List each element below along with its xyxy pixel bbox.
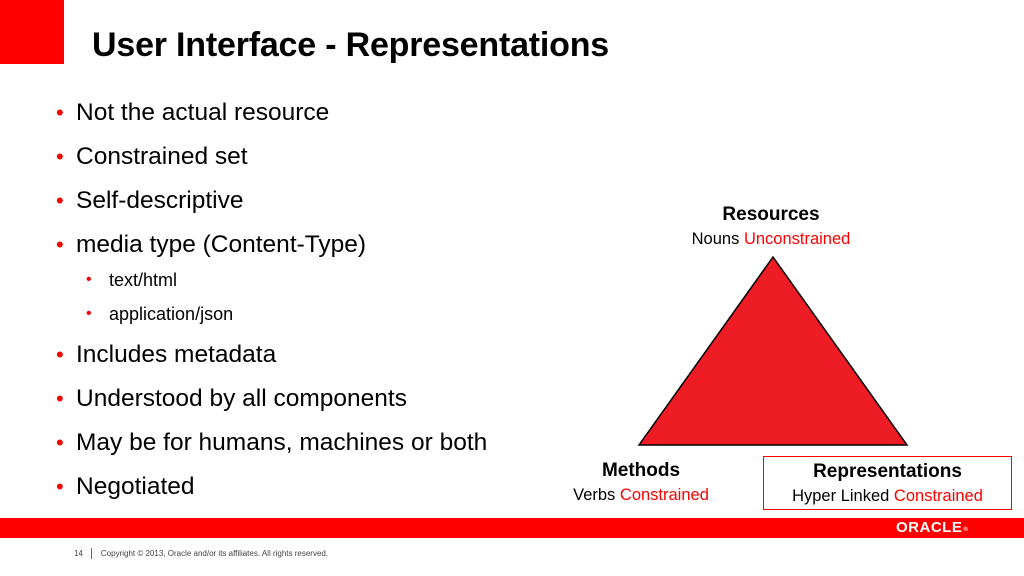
page-number: 14 — [74, 549, 83, 558]
representations-label-box: Representations Hyper Linked Constrained — [763, 456, 1012, 510]
methods-constraint: Constrained — [619, 486, 709, 504]
bullet-item: • Constrained set — [52, 142, 487, 172]
representations-constraint: Constrained — [893, 487, 983, 505]
bullet-text: May be for humans, machines or both — [76, 429, 488, 456]
resources-label: Resources Nouns Unconstrained — [660, 202, 882, 252]
bullet-dot-icon: • — [56, 100, 64, 125]
bullet-text: Negotiated — [76, 473, 195, 500]
resources-heading: Resources — [722, 204, 820, 225]
oracle-logo: ORACLE® — [896, 518, 968, 538]
triangle-shape — [637, 255, 909, 446]
sub-bullet-text: text/html — [109, 270, 178, 290]
bullet-dot-icon: • — [56, 474, 64, 499]
sub-bullet-text: application/json — [109, 304, 234, 324]
representations-noun: Hyper Linked — [792, 487, 890, 505]
methods-noun: Verbs — [573, 486, 616, 504]
bullet-item: • May be for humans, machines or both — [52, 428, 487, 458]
bullet-item: • Self-descriptive — [52, 186, 487, 216]
representations-subtext: Hyper Linked Constrained — [764, 484, 1011, 509]
resources-subtext: Nouns Unconstrained — [660, 227, 882, 252]
bullet-text: Understood by all components — [76, 385, 407, 412]
resources-noun: Nouns — [691, 230, 740, 248]
bullet-item: • Negotiated — [52, 472, 487, 502]
resources-constraint: Unconstrained — [743, 230, 851, 248]
sub-bullet-item: • application/json — [52, 302, 487, 326]
bullet-dot-icon: • — [86, 305, 92, 322]
bullet-list: • Not the actual resource • Constrained se… — [52, 98, 487, 516]
bullet-text: Not the actual resource — [76, 99, 330, 126]
bullet-dot-icon: • — [56, 188, 64, 213]
bullet-dot-icon: • — [56, 430, 64, 455]
oracle-logo-text: ORACLE — [896, 519, 963, 536]
registered-mark: ® — [963, 527, 969, 533]
bullet-item: • Understood by all components — [52, 384, 487, 414]
representations-heading: Representations — [813, 461, 962, 482]
bullet-item: • Includes metadata — [52, 340, 487, 370]
bullet-item: • media type (Content-Type) — [52, 230, 487, 260]
bullet-dot-icon: • — [56, 386, 64, 411]
bullet-item: • Not the actual resource — [52, 98, 487, 128]
footer: 14 Copyright © 2013, Oracle and/or its a… — [74, 548, 328, 559]
bullet-text: Includes metadata — [76, 341, 277, 368]
bullet-text: media type (Content-Type) — [76, 231, 367, 258]
corner-accent-block — [0, 0, 64, 64]
rest-triangle-diagram — [637, 255, 909, 446]
sub-bullet-item: • text/html — [52, 268, 487, 292]
bullet-text: Constrained set — [76, 143, 248, 170]
slide-title: User Interface - Representations — [92, 26, 609, 64]
footer-red-band — [0, 518, 1024, 538]
bullet-dot-icon: • — [56, 232, 64, 257]
methods-subtext: Verbs Constrained — [550, 483, 732, 508]
bullet-dot-icon: • — [56, 144, 64, 169]
bullet-dot-icon: • — [56, 342, 64, 367]
methods-heading: Methods — [601, 460, 681, 481]
bullet-dot-icon: • — [86, 271, 92, 288]
footer-divider — [90, 548, 92, 559]
bullet-text: Self-descriptive — [76, 187, 244, 214]
copyright-text: Copyright © 2013, Oracle and/or its affi… — [100, 549, 329, 558]
methods-label: Methods Verbs Constrained — [550, 458, 732, 508]
